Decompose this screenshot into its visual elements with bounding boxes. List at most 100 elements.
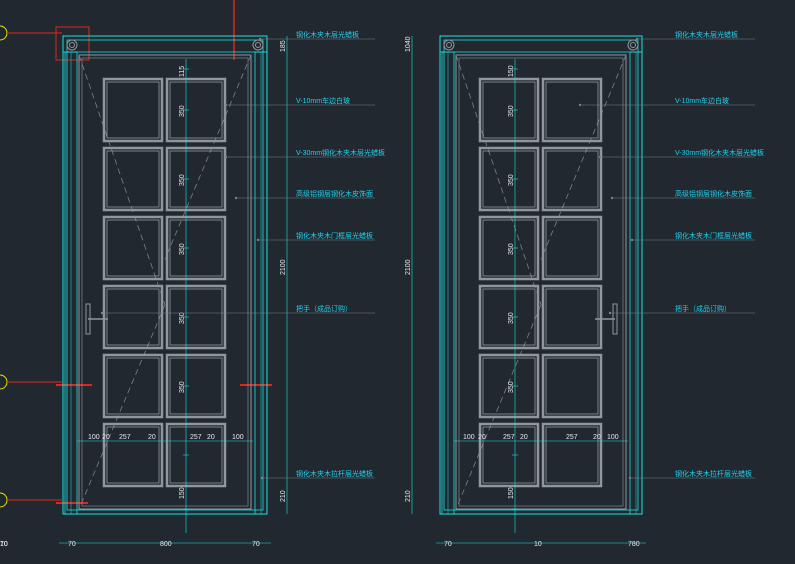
bolt-core: [446, 42, 452, 48]
leader-dot: [260, 476, 264, 480]
row-dim-label: 350: [508, 105, 515, 117]
annotation-text: V-10mm车边白玻: [675, 96, 729, 105]
glass-pane-bead: [482, 150, 536, 208]
leader-dot: [258, 37, 262, 41]
glass-pane: [478, 146, 540, 212]
glass-pane-bead: [482, 219, 536, 277]
glass-pane: [165, 77, 227, 143]
bottom-dim-label: 210: [405, 490, 412, 502]
bolt-core: [630, 42, 636, 48]
bolt-ring: [252, 39, 264, 51]
glass-pane: [478, 215, 540, 281]
swing-line-1: [78, 54, 166, 305]
glass-pane: [102, 215, 164, 281]
glass-pane-bead: [106, 288, 160, 346]
bottom-dim-label: 800: [160, 541, 172, 548]
annotation-text: 钢化木夹木层光蜡板: [296, 30, 359, 39]
glass-pane: [102, 284, 164, 350]
bottom-dim-label: 10: [0, 541, 8, 548]
row-dim-label: 350: [179, 105, 186, 117]
muntin-dim-label: 20: [593, 434, 601, 441]
glass-pane: [541, 146, 603, 212]
row-dim-label: 150: [179, 487, 186, 499]
row-dim-label: 115: [179, 66, 186, 77]
swing-line-1: [455, 54, 542, 305]
glass-pane: [541, 353, 603, 419]
door-leaf: [455, 54, 627, 510]
door-leaf-inner: [458, 57, 624, 507]
overall-height-label: 2100: [405, 259, 412, 275]
row-dim-label: 350: [508, 381, 515, 393]
leader-dot: [100, 311, 104, 315]
door-elevation-right[interactable]: 150 350 350 350 350 350 150 2100 1040 210 100 20 257…: [0, 30, 764, 548]
glass-pane: [478, 422, 540, 488]
row-dim-label: 350: [179, 312, 186, 324]
bottom-dim-label: 70: [444, 541, 452, 548]
muntin-dim-label: 100: [232, 434, 244, 441]
muntin-dim-label: 257: [566, 434, 578, 441]
annotation-text: V-10mm车边白玻: [296, 96, 350, 105]
row-dim-label: 350: [508, 174, 515, 186]
annotation-text: 钢化木夹木拉杆层光蜡板: [296, 469, 373, 478]
glass-pane-bead: [106, 219, 160, 277]
top-dim-label: 1040: [405, 36, 412, 52]
glass-pane: [102, 353, 164, 419]
bottom-dim-label: 780: [628, 541, 640, 548]
annotation-text: V-30mm钢化木夹木层光蜡板: [296, 148, 385, 157]
glass-pane-bead: [169, 288, 223, 346]
bolt-ring: [443, 39, 455, 51]
annotation-text: 钢化木夹木门框层光蜡板: [296, 231, 373, 240]
muntin-dim-label: 100: [607, 434, 619, 441]
glass-pane-bead: [169, 81, 223, 139]
muntin-dim-label: 20: [478, 434, 486, 441]
bolt-core: [69, 42, 75, 48]
glass-pane-bead: [169, 426, 223, 484]
row-dim-label: 150: [508, 65, 515, 77]
glass-pane: [541, 77, 603, 143]
bottom-dim-label: 10: [534, 541, 542, 548]
leader-dot: [630, 238, 634, 242]
row-dim-label: 350: [179, 381, 186, 393]
annotation-text: 钢化木夹木层光蜡板: [675, 30, 738, 39]
annotation-text: 把手（成品订购）: [675, 304, 731, 313]
red-markers: [55, 0, 272, 504]
glass-pane-bead: [545, 219, 599, 277]
muntin-dim-label: 20: [148, 434, 156, 441]
overall-height-label: 2100: [280, 259, 287, 275]
door-handle-icon[interactable]: [595, 303, 618, 335]
glass-pane-bead: [106, 81, 160, 139]
glass-pane-bead: [169, 150, 223, 208]
glass-pane: [478, 353, 540, 419]
swing-line-2: [78, 304, 166, 510]
corner-bolt-right-icon: [252, 39, 264, 51]
selection-box[interactable]: [55, 26, 90, 61]
leader-dot: [234, 196, 238, 200]
outer-frame-inner: [443, 39, 639, 511]
muntin-dim-label: 257: [503, 434, 515, 441]
bottom-dim-label: 70: [252, 541, 260, 548]
leader-dot: [628, 476, 632, 480]
glass-pane-bead: [169, 357, 223, 415]
axis-markers: [0, 25, 62, 508]
outer-frame-inner: [66, 39, 264, 511]
muntin-dim-label: 20: [207, 434, 215, 441]
leader-dot: [578, 103, 582, 107]
corner-bolt-left-icon: [443, 39, 455, 51]
muntin-dim-label: 257: [119, 434, 131, 441]
bolt-ring: [627, 39, 639, 51]
annotation-text: V-30mm钢化木夹木层光蜡板: [675, 148, 764, 157]
glass-pane: [102, 422, 164, 488]
bolt-ring: [66, 39, 78, 51]
annotation-text: 把手（成品订购）: [296, 304, 352, 313]
leader-dot: [610, 196, 614, 200]
door-handle-icon[interactable]: [85, 303, 108, 335]
muntin-dim-label: 100: [88, 434, 100, 441]
top-dim-label: 185: [280, 40, 287, 52]
glass-pane: [478, 77, 540, 143]
glass-pane: [541, 422, 603, 488]
glass-pane: [165, 215, 227, 281]
glass-pane-bead: [545, 357, 599, 415]
corner-bolt-right-icon: [627, 39, 639, 51]
